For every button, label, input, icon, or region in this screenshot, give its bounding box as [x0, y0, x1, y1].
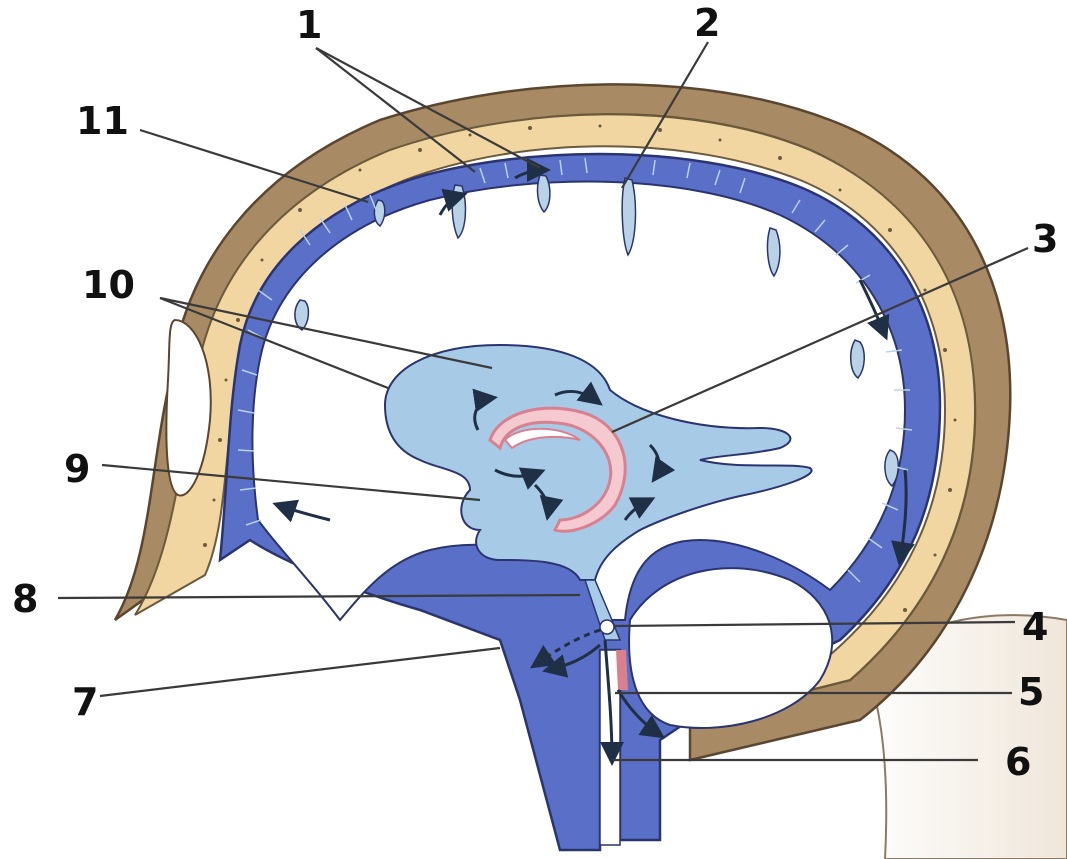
- label-5: 5: [1018, 670, 1044, 714]
- leader-line-7: [100, 648, 500, 696]
- label-6: 6: [1005, 740, 1031, 784]
- label-8: 8: [12, 577, 38, 621]
- spinal-cord: [600, 650, 620, 845]
- label-9: 9: [64, 447, 90, 491]
- label-7: 7: [72, 680, 98, 724]
- label-2: 2: [694, 1, 720, 45]
- fourth-ventricle-outlet: [600, 620, 614, 634]
- choroid-plexus-fourth: [616, 650, 628, 690]
- label-1: 1: [296, 3, 322, 47]
- label-10: 10: [82, 263, 135, 307]
- label-4: 4: [1022, 605, 1048, 649]
- label-3: 3: [1032, 217, 1058, 261]
- label-11: 11: [76, 99, 129, 143]
